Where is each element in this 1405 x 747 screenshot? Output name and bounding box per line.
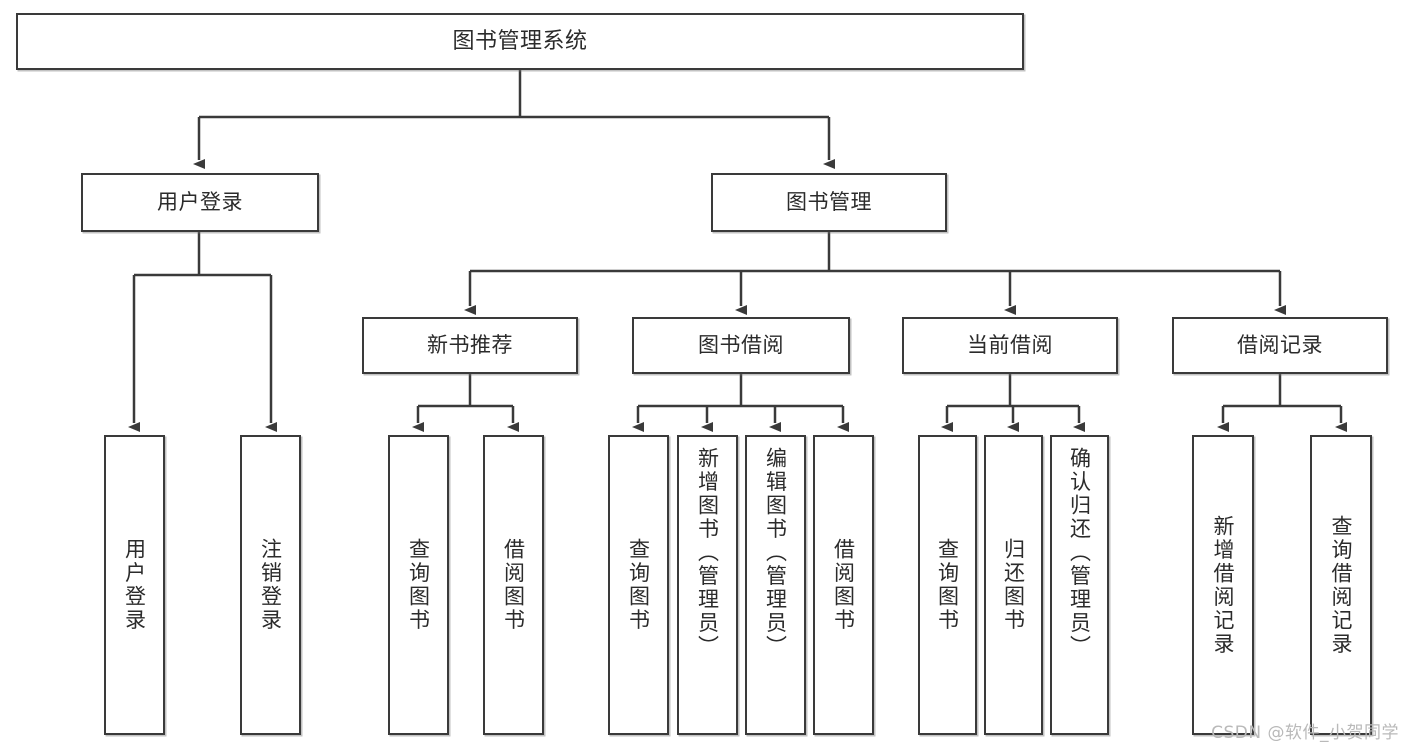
node-leaf-query-book-1-label: 查询图书: [406, 538, 431, 632]
node-leaf-user-login[interactable]: 用户登录: [104, 435, 165, 735]
node-leaf-borrow-book-2[interactable]: 借阅图书: [813, 435, 874, 735]
node-leaf-query-book-2[interactable]: 查询图书: [608, 435, 669, 735]
node-leaf-add-record[interactable]: 新增借阅记录: [1192, 435, 1254, 735]
node-leaf-query-record-label: 查询借阅记录: [1329, 514, 1354, 656]
node-new-book-recommend[interactable]: 新书推荐: [362, 317, 578, 374]
node-leaf-query-book-2-label: 查询图书: [626, 538, 651, 632]
node-book-borrow[interactable]: 图书借阅: [632, 317, 850, 374]
node-leaf-query-book-3-label: 查询图书: [935, 538, 960, 632]
node-leaf-query-book-3[interactable]: 查询图书: [918, 435, 977, 735]
node-leaf-user-logout-label: 注销登录: [258, 538, 283, 632]
node-leaf-edit-book[interactable]: 编辑图书（管理员）: [745, 435, 806, 735]
node-book-borrow-label: 图书借阅: [698, 333, 784, 358]
node-leaf-return-book-label: 归还图书: [1001, 538, 1026, 632]
node-leaf-confirm-return-label: 确认归还（管理员）: [1067, 447, 1092, 659]
node-leaf-borrow-book-2-label: 借阅图书: [831, 538, 856, 632]
node-leaf-query-book-1[interactable]: 查询图书: [388, 435, 449, 735]
node-user-login[interactable]: 用户登录: [81, 173, 319, 232]
node-user-login-label: 用户登录: [157, 190, 243, 215]
node-borrow-record-label: 借阅记录: [1237, 333, 1323, 358]
node-leaf-borrow-book-1[interactable]: 借阅图书: [483, 435, 544, 735]
node-leaf-return-book[interactable]: 归还图书: [984, 435, 1043, 735]
node-leaf-add-book-label: 新增图书（管理员）: [695, 447, 720, 659]
node-leaf-user-logout[interactable]: 注销登录: [240, 435, 301, 735]
node-current-borrow-label: 当前借阅: [967, 333, 1053, 358]
node-leaf-user-login-label: 用户登录: [122, 538, 147, 632]
node-leaf-borrow-book-1-label: 借阅图书: [501, 538, 526, 632]
node-leaf-edit-book-label: 编辑图书（管理员）: [763, 447, 788, 659]
node-book-manage[interactable]: 图书管理: [711, 173, 947, 232]
watermark-text: CSDN @软件_小贺同学: [1211, 723, 1399, 743]
node-leaf-add-record-label: 新增借阅记录: [1211, 514, 1236, 656]
node-leaf-confirm-return[interactable]: 确认归还（管理员）: [1050, 435, 1109, 735]
node-new-book-recommend-label: 新书推荐: [427, 333, 513, 358]
node-leaf-add-book[interactable]: 新增图书（管理员）: [677, 435, 738, 735]
node-leaf-query-record[interactable]: 查询借阅记录: [1310, 435, 1372, 735]
node-root[interactable]: 图书管理系统: [16, 13, 1024, 70]
node-book-manage-label: 图书管理: [786, 190, 872, 215]
node-root-label: 图书管理系统: [452, 28, 588, 54]
node-current-borrow[interactable]: 当前借阅: [902, 317, 1118, 374]
node-borrow-record[interactable]: 借阅记录: [1172, 317, 1388, 374]
